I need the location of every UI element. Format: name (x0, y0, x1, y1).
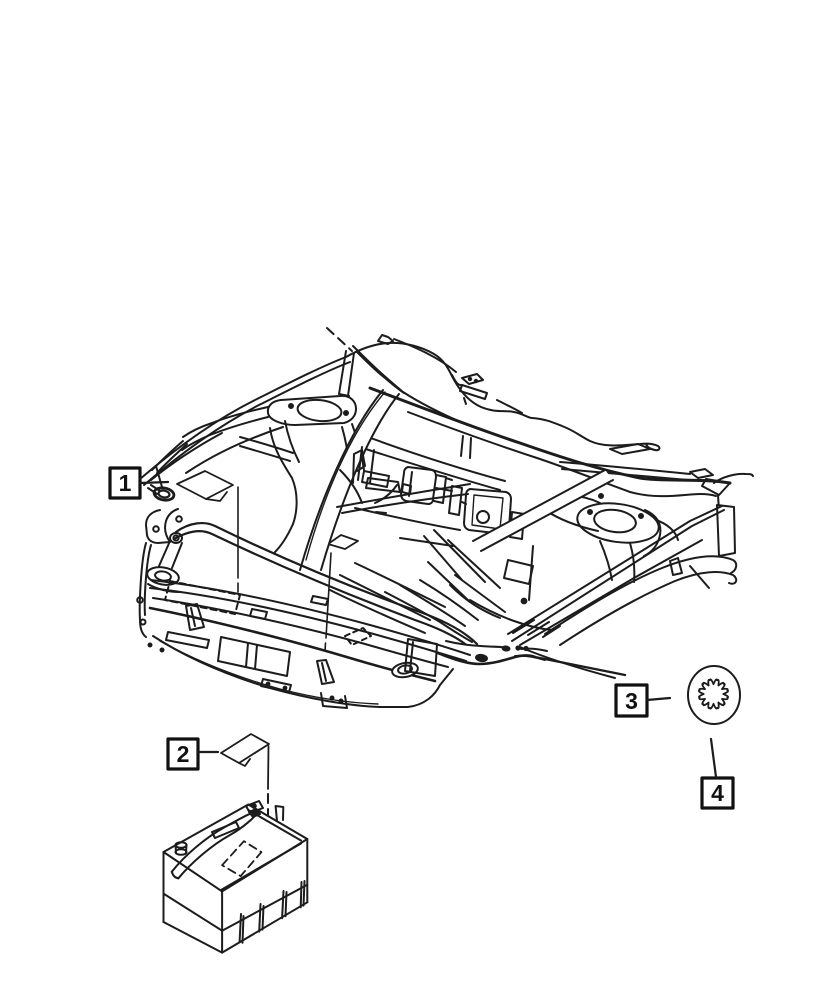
svg-text:1: 1 (119, 470, 132, 496)
svg-text:2: 2 (177, 741, 190, 767)
svg-text:4: 4 (711, 780, 724, 806)
svg-text:3: 3 (625, 688, 638, 714)
